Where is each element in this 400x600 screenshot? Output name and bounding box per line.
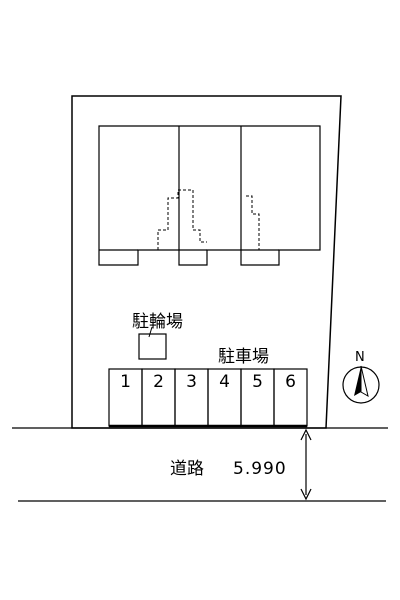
parking-space-number: 4 (219, 372, 230, 392)
parking-space-number: 3 (186, 372, 197, 392)
north-label: N (355, 350, 365, 365)
parking-spaces: 1 2 3 4 5 6 (108, 368, 308, 428)
parking-space-number: 5 (252, 372, 263, 392)
north-arrow: N (342, 350, 380, 404)
bicycle-parking-leader (148, 326, 153, 338)
building (98, 125, 321, 266)
compass-needle-left (354, 366, 361, 396)
entrance-dashes (157, 189, 263, 251)
road-width-dimension (300, 428, 312, 501)
parking-space-number: 6 (285, 372, 296, 392)
car-parking-label: 駐車場 (218, 347, 269, 367)
compass-needle-right (360, 365, 369, 398)
bicycle-parking-box (138, 333, 167, 360)
parking-space-number: 2 (153, 372, 164, 392)
bicycle-parking-label: 駐輪場 (132, 312, 183, 332)
road-width-value: 5.990 (233, 459, 287, 479)
parking-space-number: 1 (120, 372, 131, 392)
road-label: 道路 (170, 459, 204, 479)
